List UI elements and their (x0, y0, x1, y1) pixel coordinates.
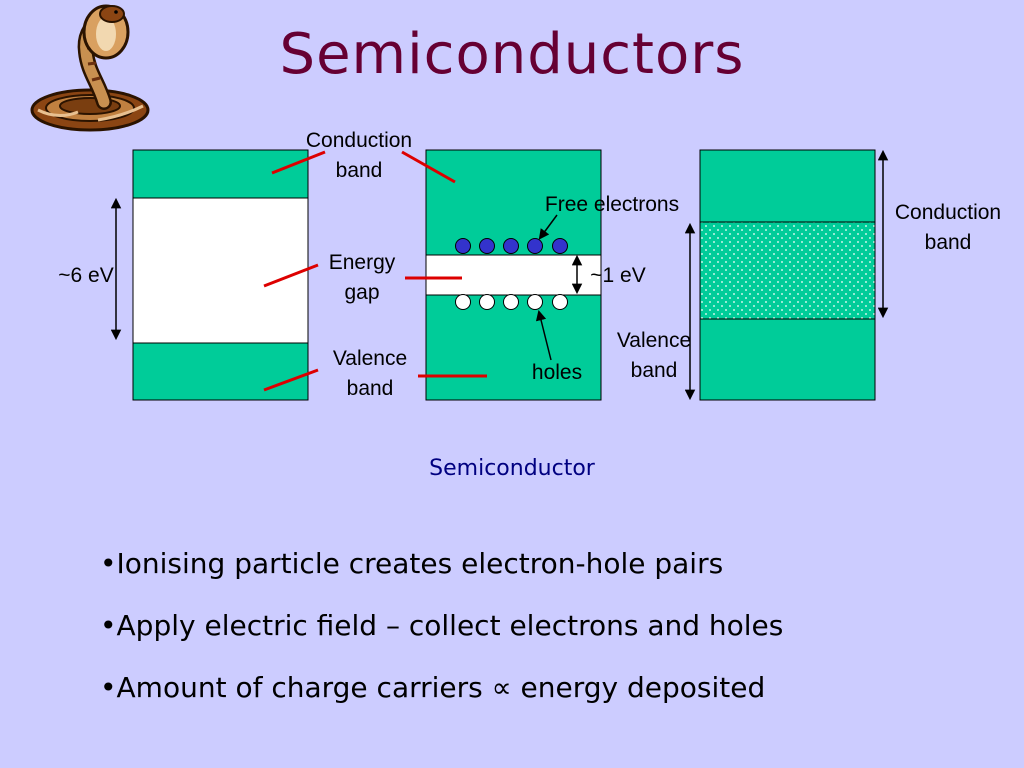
electron-dot (552, 238, 568, 254)
pointer-gap-1 (263, 263, 319, 288)
hole-dot (503, 294, 519, 310)
pointer-lines (263, 150, 487, 392)
overlap-region (699, 221, 876, 320)
bullet-item: •Amount of charge carriers ∝ energy depo… (100, 671, 766, 704)
bullet-list: •Ionising particle creates electron-hole… (100, 544, 783, 730)
hole-dot (479, 294, 495, 310)
pointer-conduction-2 (401, 150, 456, 184)
energy-gap-1 (132, 197, 309, 344)
label-energy-gap: Energy gap (316, 248, 408, 308)
label-line: band (924, 231, 972, 254)
label-line: gap (344, 281, 380, 304)
label-conduction-band: Conduction band (294, 126, 424, 186)
hole-dot (527, 294, 543, 310)
slide-title: Semiconductors (279, 22, 745, 87)
hole-dot (552, 294, 568, 310)
diagram-caption: Semiconductor (429, 456, 595, 481)
conductor-panel (699, 149, 876, 401)
label-line: band (630, 359, 678, 382)
label-free-electrons: Free electrons (544, 193, 680, 216)
label-insulator-gap: ~6 eV (58, 264, 114, 287)
label-line: Valence (616, 329, 692, 352)
label-line: Conduction (305, 129, 413, 152)
insulator-panel (132, 149, 309, 401)
hole-dots (455, 294, 568, 310)
electron-dot (503, 238, 519, 254)
label-valence-band-3: Valence band (604, 326, 704, 386)
label-conduction-band-3: Conduction band (880, 198, 1016, 258)
label-line: Valence (332, 347, 408, 370)
hole-dot (455, 294, 471, 310)
electron-dot (479, 238, 495, 254)
cobra-icon (30, 4, 150, 132)
holes-arrow (535, 309, 552, 361)
pointer-conduction-1 (271, 150, 326, 175)
label-line: Conduction (894, 201, 1002, 224)
label-line: band (335, 159, 383, 182)
pointer-valence-1 (263, 368, 319, 392)
bullet-item: •Ionising particle creates electron-hole… (100, 547, 724, 580)
bullet-item: •Apply electric field – collect electron… (100, 609, 784, 642)
electron-dot (527, 238, 543, 254)
label-holes: holes (531, 361, 583, 384)
label-line: band (346, 377, 394, 400)
label-valence-band: Valence band (320, 344, 420, 404)
electron-dot (455, 238, 471, 254)
free-electron-dots (455, 238, 568, 254)
energy-gap-2 (425, 254, 602, 296)
label-line: Energy (328, 251, 396, 274)
label-semiconductor-gap: ~1 eV (590, 264, 646, 287)
free-electrons-arrow (538, 214, 558, 240)
